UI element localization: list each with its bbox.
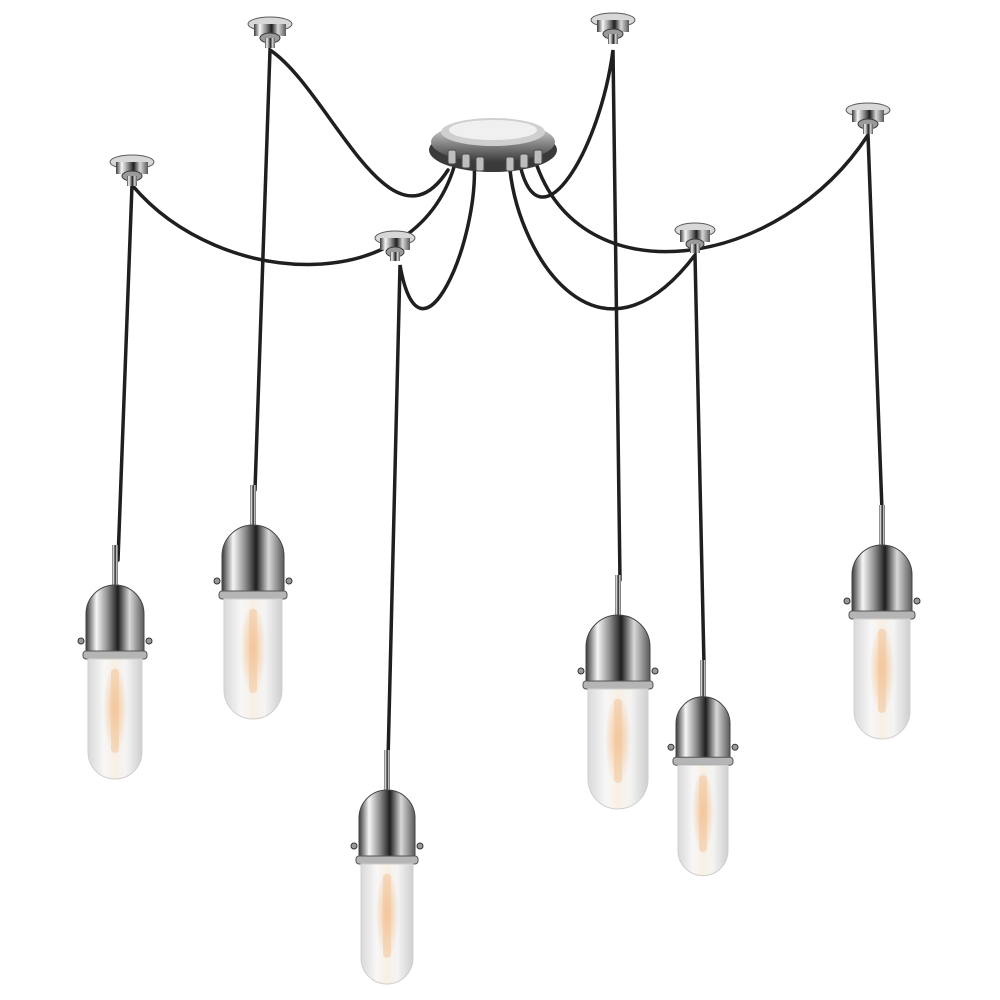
pendant-light-icon <box>213 485 293 720</box>
swag-hook-icon <box>374 230 416 261</box>
pendant-light-icon <box>577 575 659 810</box>
swag-hook-icon <box>247 16 293 48</box>
swag-hook-icon <box>674 222 716 253</box>
cord-2 <box>253 46 450 492</box>
cord-1 <box>116 158 458 562</box>
cord-3 <box>386 158 477 762</box>
pendant-light-icon <box>667 660 739 877</box>
pendant-light-icon <box>77 545 153 780</box>
cord-6 <box>533 129 884 512</box>
swag-hook-icon <box>845 102 891 134</box>
pendant-light-icon <box>843 505 921 740</box>
swag-hook-icon <box>590 12 636 44</box>
swag-hook-icon <box>109 154 155 186</box>
ceiling-canopy-icon <box>429 118 557 172</box>
cord-4 <box>518 49 622 582</box>
pendant-light-icon <box>350 750 424 985</box>
cord-5 <box>508 168 706 667</box>
pendants <box>77 485 921 985</box>
